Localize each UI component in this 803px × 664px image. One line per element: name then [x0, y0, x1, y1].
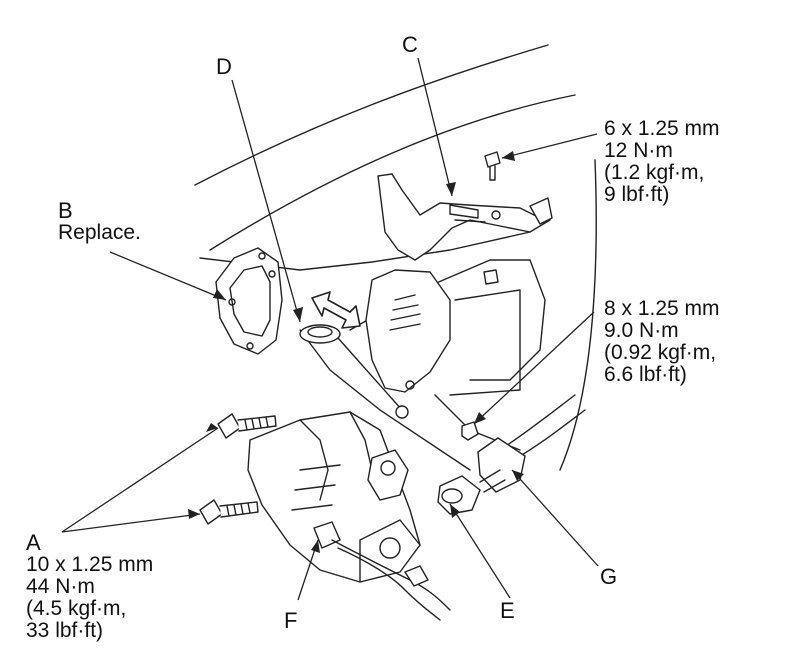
bolt-c [484, 151, 501, 168]
arrowhead [188, 509, 200, 519]
leader-c-bolt [501, 133, 598, 159]
bracket-c-slot [454, 219, 486, 223]
spec-e-line: 6.6 lbf·ft) [604, 363, 687, 386]
starter-ring [349, 411, 373, 471]
spec-c: 6 x 1.25 mm 12 N·m (1.2 kgf·m, 9 lbf·ft) [604, 118, 720, 206]
label-e: E [500, 598, 515, 623]
leader-e-nut [473, 311, 595, 425]
bracket-c-hole [491, 210, 501, 220]
spec-a-line: (4.5 kgf·m, [26, 597, 127, 620]
spec-a-line: 44 N·m [26, 575, 95, 598]
engine-outline [449, 289, 521, 396]
bracket-c-slot [449, 204, 479, 219]
arrowhead [293, 307, 303, 322]
mount-area [365, 269, 451, 393]
label-b-group: B Replace. [58, 200, 141, 244]
label-d: D [216, 54, 232, 79]
label-b-note: Replace. [58, 221, 141, 244]
arrowhead [446, 182, 456, 196]
arrowhead [502, 151, 515, 161]
engine-outline [299, 329, 471, 471]
harness [337, 547, 441, 621]
spec-e-line: 9.0 N·m [604, 319, 679, 342]
mount-teeth [389, 294, 421, 331]
leader-a2 [61, 513, 201, 533]
spec-e: 8 x 1.25 mm 9.0 N·m (0.92 kgf·m, 6.6 lbf… [604, 298, 720, 386]
gasket-b-inner [229, 265, 271, 337]
spec-c-line: 9 lbf·ft) [604, 183, 670, 206]
bracket-c [377, 173, 551, 261]
starter-ring [299, 419, 329, 501]
body-panel-curve [209, 94, 576, 251]
dipstick-end [395, 405, 409, 419]
terminal-e [437, 475, 481, 515]
leader-b [109, 251, 227, 301]
spec-e-line: (0.92 kgf·m, [604, 341, 717, 364]
arrowhead [213, 289, 226, 300]
arrowhead [474, 412, 486, 424]
body-panel-curve [559, 159, 597, 471]
leader-a1 [61, 427, 219, 533]
leader-d [231, 79, 301, 323]
leader-g [511, 469, 599, 567]
spec-a-group: A 10 x 1.25 mm 44 N·m (4.5 kgf·m, 33 lbf… [26, 532, 153, 642]
cable-g [499, 394, 576, 451]
cable-g-boot [477, 437, 526, 493]
spec-e-line: 8 x 1.25 mm [604, 297, 720, 320]
bolt-c-shank [489, 165, 496, 181]
spec-a-line: 33 lbf·ft) [26, 619, 104, 642]
arrowhead [311, 540, 320, 553]
label-c: C [402, 32, 418, 57]
mount-hole [405, 380, 415, 390]
arrowhead [450, 504, 460, 518]
label-b: B [58, 198, 73, 223]
label-f: F [284, 608, 298, 633]
bolt-a-lower [199, 499, 223, 525]
arrowhead [206, 423, 218, 432]
spec-c-line: 12 N·m [604, 139, 673, 162]
label-a: A [26, 530, 41, 555]
gasket-b [215, 247, 283, 355]
bracket-c-tab [529, 197, 553, 225]
move-arrow [311, 291, 361, 329]
bolt-a-upper [217, 413, 241, 439]
leader-e [449, 503, 511, 599]
label-g: G [600, 564, 618, 589]
dipstick-rod [337, 337, 403, 411]
body-panel-curve [194, 44, 549, 186]
nut-e [461, 421, 479, 441]
harness-clip [404, 565, 429, 587]
spec-c-line: (1.2 kgf·m, [604, 161, 705, 184]
leader-c [417, 57, 453, 197]
spec-a-line: 10 x 1.25 mm [26, 553, 154, 576]
spec-c-line: 6 x 1.25 mm [604, 117, 720, 140]
arrowhead [512, 470, 524, 481]
engine-bolt [483, 269, 499, 285]
